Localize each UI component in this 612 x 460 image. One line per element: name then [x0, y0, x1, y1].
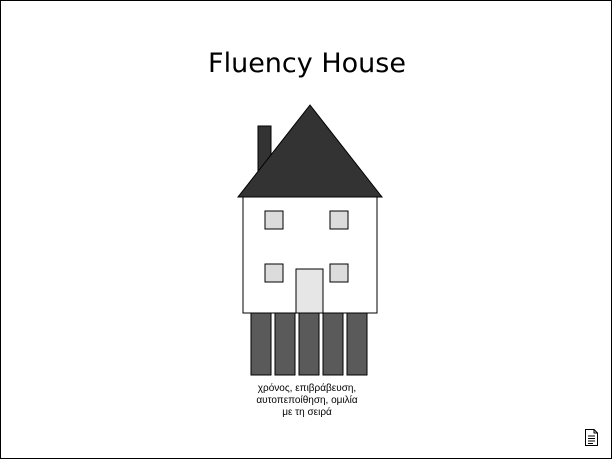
- caption-line-3: με τη σειρά: [207, 407, 407, 419]
- pillar-5: [347, 313, 367, 375]
- house-caption: χρόνος, επιβράβευση, αυτοπεποίθηση, ομιλ…: [207, 383, 407, 419]
- pillar-4: [323, 313, 343, 375]
- window-top-right: [330, 211, 348, 229]
- window-bottom-left: [265, 264, 283, 282]
- pillar-3: [299, 313, 319, 375]
- pillar-1: [251, 313, 271, 375]
- notes-icon[interactable]: [585, 429, 598, 446]
- pillar-2: [275, 313, 295, 375]
- window-top-left: [265, 211, 283, 229]
- caption-line-1: χρόνος, επιβράβευση,: [207, 383, 407, 395]
- caption-line-2: αυτοπεποίθηση, ομιλία: [207, 395, 407, 407]
- window-bottom-right: [330, 264, 348, 282]
- door: [296, 269, 323, 313]
